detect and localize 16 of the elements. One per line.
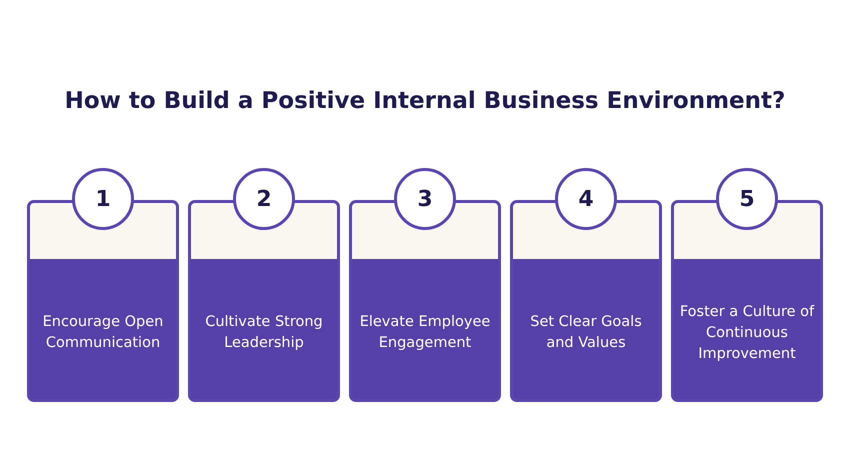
step-card <box>510 168 662 402</box>
step-number: 2 <box>233 168 295 230</box>
step-text: Encourage Open Communication <box>42 313 164 353</box>
step-number: 3 <box>394 168 456 230</box>
step-text: Cultivate Strong Leadership <box>204 313 324 353</box>
step-card <box>671 168 823 402</box>
title: How to Build a Positive Internal Business Environment? <box>64 88 786 114</box>
step-card <box>349 168 501 402</box>
step-number: 1 <box>72 168 134 230</box>
step-text: Set Clear Goals and Values <box>529 313 643 353</box>
step-number: 4 <box>555 168 617 230</box>
step-number: 5 <box>716 168 778 230</box>
step-card <box>27 168 179 402</box>
step-text: Elevate Employee Engagement <box>358 313 492 353</box>
step-text: Foster a Culture of Continuous Improvement <box>679 302 815 364</box>
step-card <box>188 168 340 402</box>
